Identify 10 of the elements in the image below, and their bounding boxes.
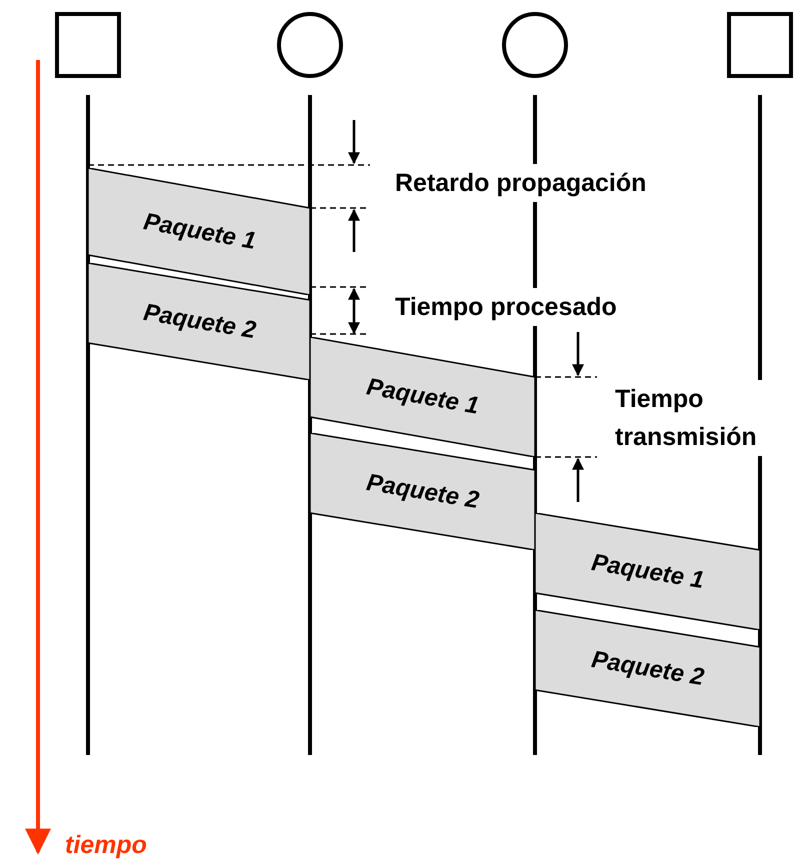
node-square xyxy=(55,12,121,78)
node-square xyxy=(727,12,793,78)
dimension-label: Retardo propagación xyxy=(395,164,646,202)
dimension-label: Tiempo procesado xyxy=(395,288,617,326)
packet-label: Paquete 1 xyxy=(140,208,258,256)
packet-label: Paquete 2 xyxy=(140,298,258,345)
packet-label: Paquete 2 xyxy=(364,468,481,515)
packet-label: Paquete 1 xyxy=(364,373,481,421)
packet-label: Paquete 2 xyxy=(589,645,706,692)
packet-label: Paquete 1 xyxy=(589,548,706,595)
